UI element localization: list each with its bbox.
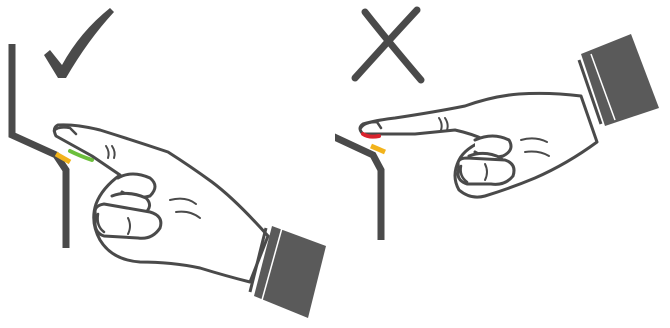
hand-illustration <box>360 93 597 197</box>
cross-icon <box>355 10 421 80</box>
incorrect-placement-illustration <box>335 0 670 328</box>
incorrect-placement-panel <box>335 0 670 328</box>
checkmark-icon <box>44 8 114 78</box>
sleeve-cuff <box>579 34 659 126</box>
sensor-indicator <box>371 146 385 152</box>
hand-illustration <box>54 125 268 282</box>
correct-placement-illustration <box>0 0 335 328</box>
correct-placement-panel <box>0 0 335 328</box>
